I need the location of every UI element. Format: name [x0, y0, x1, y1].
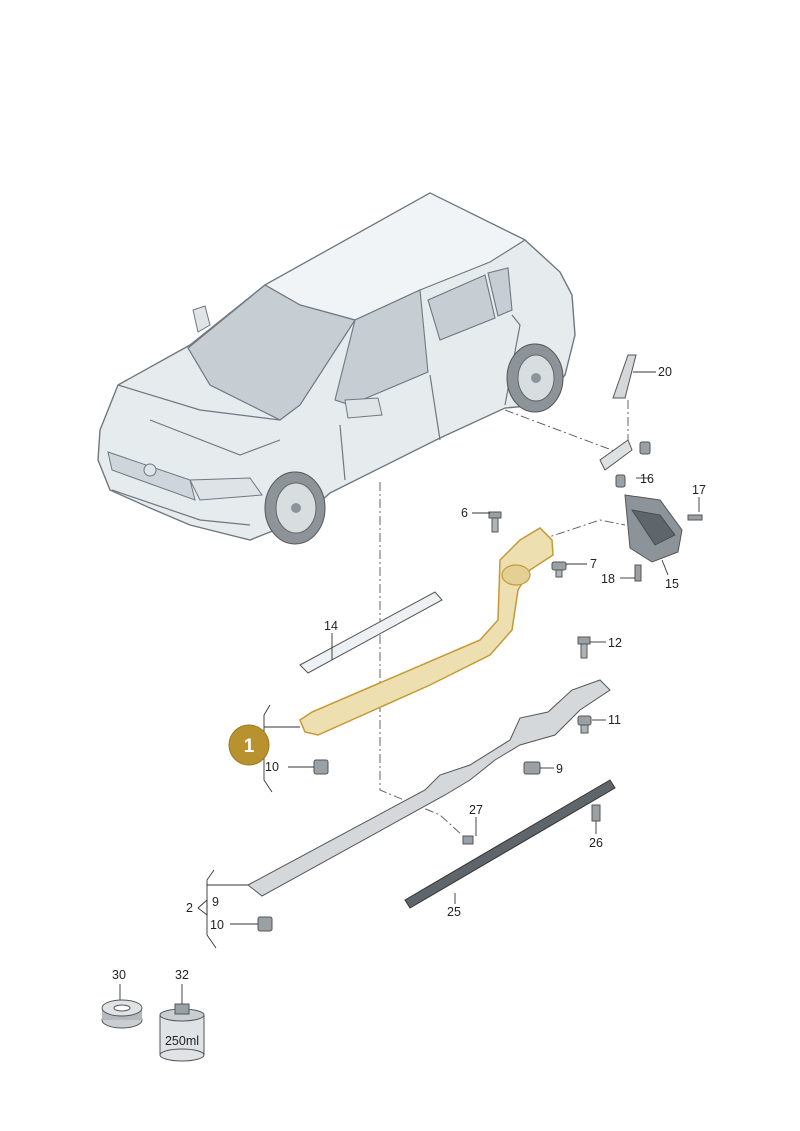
- callout-7: 7: [590, 557, 597, 571]
- part-2-sill-panel: [247, 679, 611, 897]
- callout-9-bottom: 9: [212, 895, 219, 909]
- part-20-trim: [612, 354, 637, 399]
- callout-12: 12: [608, 636, 622, 650]
- part-16-clip-a: [639, 441, 651, 455]
- car-illustration: [97, 192, 576, 545]
- part-16-clip-b: [615, 474, 626, 488]
- callout-9-top: 9: [556, 762, 563, 776]
- can-label: 250ml: [165, 1034, 199, 1048]
- part-18-screw: [634, 564, 642, 582]
- part-32-adhesive-can: 250ml: [159, 1003, 205, 1062]
- part-12-screw: [577, 636, 591, 659]
- front-wheel: [264, 471, 326, 545]
- part-10-clip-b: [257, 916, 273, 932]
- part-6-screw: [488, 511, 502, 533]
- part-14-trim-strip: [299, 591, 443, 674]
- callout-labels: 20 16 17 6 7 18 15 14 12 11 10 9 27 26 2…: [112, 365, 706, 982]
- highlight-number: 1: [244, 736, 255, 757]
- part-27-screw: [462, 835, 474, 845]
- part-26-screw: [591, 804, 601, 822]
- rear-wheel: [506, 343, 564, 413]
- callout-27: 27: [469, 803, 483, 817]
- highlight-badge: 1: [228, 724, 270, 766]
- callout-2: 2: [186, 901, 193, 915]
- callout-15: 15: [665, 577, 679, 591]
- callout-20: 20: [658, 365, 672, 379]
- callout-32: 32: [175, 968, 189, 982]
- callout-26: 26: [589, 836, 603, 850]
- callout-16: 16: [640, 472, 654, 486]
- callout-17: 17: [692, 483, 706, 497]
- callout-18: 18: [601, 572, 615, 586]
- callout-10-bottom: 10: [210, 918, 224, 932]
- part-17-screw: [687, 514, 703, 521]
- part-11-clip: [577, 715, 592, 734]
- part-10-clip-a: [313, 759, 329, 775]
- callout-10-top: 10: [265, 760, 279, 774]
- part-9-clip-a: [523, 761, 541, 775]
- part-25-serrated-strip: [404, 779, 616, 909]
- callout-11: 11: [608, 713, 621, 727]
- sill-end-bracket: [599, 439, 633, 471]
- callout-14: 14: [324, 619, 338, 633]
- leader-lines: [119, 371, 700, 1004]
- callout-30: 30: [112, 968, 126, 982]
- callout-25: 25: [447, 905, 461, 919]
- part-30-tape-roll: [101, 999, 143, 1029]
- part-7-clip: [551, 561, 567, 578]
- part-1-highlighted-sill-trim: [299, 527, 554, 736]
- callout-6: 6: [461, 506, 468, 520]
